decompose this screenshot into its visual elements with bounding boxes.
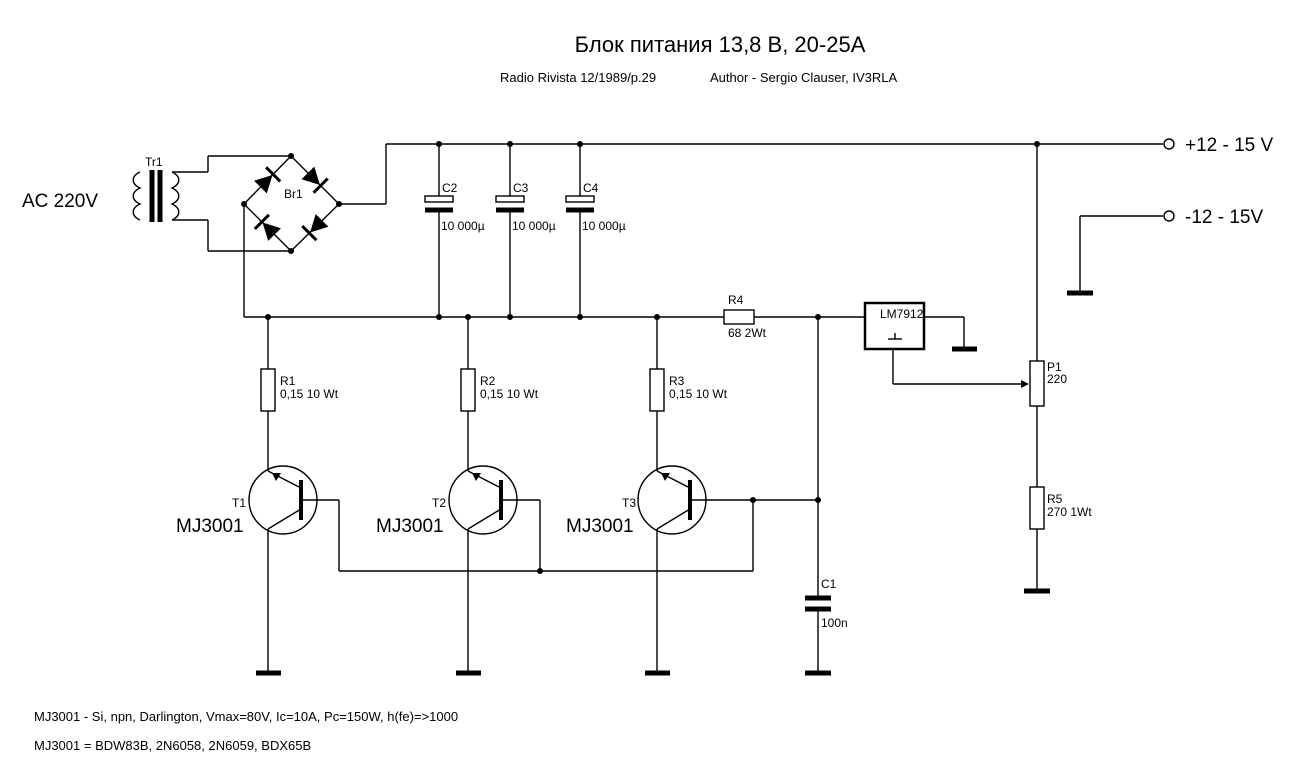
c1-value: 100n xyxy=(821,616,848,630)
t2-part: MJ3001 xyxy=(376,516,444,537)
r4-value: 68 2Wt xyxy=(728,326,767,340)
source-citation: Radio Rivista 12/1989/p.29 xyxy=(500,70,656,85)
c4-ref: C4 xyxy=(583,181,599,195)
page-title: Блок питания 13,8 В, 20-25А xyxy=(575,32,866,57)
transistor-t1: T1 MJ3001 xyxy=(176,465,339,537)
note-line-1: MJ3001 - Si, npn, Darlington, Vmax=80V, … xyxy=(34,709,458,724)
ac-input-label: AC 220V xyxy=(22,191,98,212)
r3-ref: R3 xyxy=(669,374,685,388)
c2-value: 10 000µ xyxy=(441,219,485,233)
transistor-t2: T2 MJ3001 xyxy=(376,465,540,537)
positive-output-label: +12 - 15 V xyxy=(1185,135,1274,156)
r2-value: 0,15 10 Wt xyxy=(480,387,539,401)
c1-ref: C1 xyxy=(821,577,837,591)
tr1-label: Tr1 xyxy=(145,155,163,169)
t1-ref: T1 xyxy=(232,496,246,510)
resistor-r5: R5 270 1Wt xyxy=(1029,486,1092,530)
t3-ref: T3 xyxy=(622,496,636,510)
t2-ref: T2 xyxy=(432,496,446,510)
r5-value: 270 1Wt xyxy=(1047,505,1092,519)
bridge-rectifier-br1: Br1 xyxy=(241,153,342,254)
r2-ref: R2 xyxy=(480,374,496,388)
r4-ref: R4 xyxy=(728,293,744,307)
c3-ref: C3 xyxy=(513,181,529,195)
t3-part: MJ3001 xyxy=(566,516,634,537)
p1-value: 220 xyxy=(1047,372,1067,386)
r1-ref: R1 xyxy=(280,374,296,388)
positive-output-terminal: +12 - 15 V xyxy=(1163,135,1274,156)
r1-value: 0,15 10 Wt xyxy=(280,387,339,401)
t1-part: MJ3001 xyxy=(176,516,244,537)
regulator-lm7912: LM7912 xyxy=(863,301,1029,388)
author-credit: Author - Sergio Clauser, IV3RLA xyxy=(710,70,897,85)
resistor-r4: R4 68 2Wt xyxy=(723,293,767,340)
transformer-tr1: Tr1 xyxy=(132,155,208,222)
capacitor-c4: C4 10 000µ xyxy=(565,141,626,320)
r3-value: 0,15 10 Wt xyxy=(669,387,728,401)
r5-ref: R5 xyxy=(1047,492,1063,506)
c4-value: 10 000µ xyxy=(582,219,626,233)
br1-label: Br1 xyxy=(284,187,303,201)
resistor-r3: R3 0,15 10 Wt xyxy=(649,368,728,412)
capacitor-c3: C3 10 000µ xyxy=(495,141,556,320)
capacitor-c2: C2 10 000µ xyxy=(424,141,485,320)
negative-output-label: -12 - 15V xyxy=(1185,207,1263,228)
resistor-r1: R1 0,15 10 Wt xyxy=(260,368,339,412)
lm7912-label: LM7912 xyxy=(880,307,924,321)
potentiometer-p1: P1 220 xyxy=(1029,360,1067,407)
c2-ref: C2 xyxy=(442,181,458,195)
c3-value: 10 000µ xyxy=(512,219,556,233)
transistor-t3: T3 MJ3001 xyxy=(566,465,818,537)
resistor-r2: R2 0,15 10 Wt xyxy=(460,368,539,412)
capacitor-c1: C1 100n xyxy=(805,577,848,630)
negative-output-terminal: -12 - 15V xyxy=(1067,207,1263,296)
p1-ref: P1 xyxy=(1047,360,1062,374)
note-line-2: MJ3001 = BDW83B, 2N6058, 2N6059, BDX65B xyxy=(34,738,311,753)
